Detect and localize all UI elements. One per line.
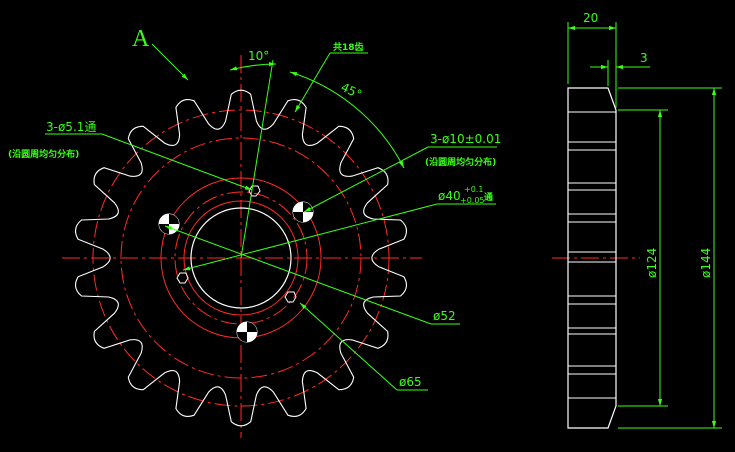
bore-suffix: 通 [484,191,493,203]
center-lines [62,55,422,438]
side-tooth-lines [568,111,616,399]
teeth-count-leader [294,52,368,113]
tooth-angle-dim [229,59,277,259]
front-view: A 10° 45° 共18齿 3-ø5.1通 (沿圆周均匀分布) [8,26,501,438]
view-arrow [151,43,189,81]
small-hole [284,291,297,303]
pin-holes-leader [303,146,497,213]
pin-hole-symbol [158,213,180,235]
width-dim [567,22,617,108]
pin-holes-label: 3-ø10±0.01 [430,132,501,146]
hole-angle-dim [289,71,405,169]
dia124-dim [618,109,668,407]
circle65-leader [299,302,428,391]
pin-holes-note: (沿圆周均匀分布) [425,156,496,168]
side-gear-body [567,87,617,429]
small-holes-note: (沿圆周均匀分布) [8,148,79,160]
small-holes [176,185,297,303]
bore-tol-upper: +0.1 [464,185,483,194]
teeth-count-label: 共18齿 [333,41,364,53]
chamfer-label: 3 [640,51,648,65]
small-hole [176,272,189,284]
small-hole [248,185,261,197]
circle65-label: ø65 [399,375,422,389]
bore-leader [182,203,496,271]
small-holes-label: 3-ø5.1通 [46,120,96,134]
tooth-angle-label: 10° [248,49,269,63]
bore-label: ø40 [438,189,461,203]
dia144-label: ø144 [699,248,713,278]
small-holes-leader [45,133,253,191]
circle52-leader [164,225,460,325]
bore-tol-lower: +0.05 [460,196,485,205]
pin-holes [158,201,314,343]
view-label: A [132,26,150,52]
pin-hole-symbol [236,321,258,343]
dia144-dim [618,87,722,429]
chamfer-dim [590,60,650,86]
side-view: 20 3 ø124 ø144 [552,11,722,429]
pin-hole-symbol [292,201,314,223]
hole-angle-label: 45° [339,80,364,102]
dia124-label: ø124 [645,248,659,278]
circle52-label: ø52 [433,309,456,323]
width-label: 20 [583,11,598,25]
main-bore-circle [190,207,292,309]
gear-tooth-profile [74,89,408,427]
